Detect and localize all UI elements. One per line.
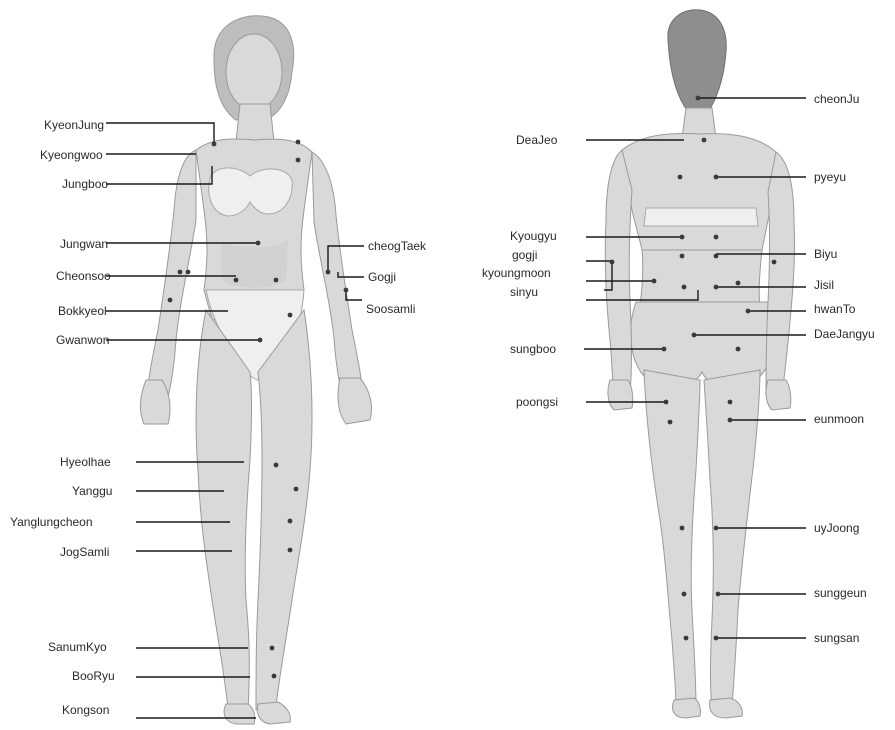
point-sinyu-l — [682, 285, 687, 290]
point-sinyu-r — [714, 285, 719, 290]
back-figure — [605, 10, 794, 718]
label-hwanto: hwanTo — [814, 302, 856, 316]
point-arm-l2 — [186, 270, 191, 275]
point-hwanto — [746, 309, 751, 314]
point-kyoungmoon — [652, 279, 657, 284]
point-biyu-l — [680, 254, 685, 259]
point-pyeyu-l — [678, 175, 683, 180]
label-kyeongwoo: Kyeongwoo — [40, 148, 103, 162]
point-sungsan-r — [714, 636, 719, 641]
label-pyeyu: pyeyu — [814, 170, 846, 184]
label-daejangyu: DaeJangyu — [814, 327, 875, 341]
point-leg-r5 — [270, 646, 275, 651]
label-gwanwon: Gwanwon — [56, 333, 109, 347]
label-biyu: Biyu — [814, 247, 837, 261]
point-arm-r2 — [344, 288, 349, 293]
point-kyougyu-l — [680, 235, 685, 240]
label-sungboo: sungboo — [510, 342, 556, 356]
point-cheonsoo-l — [234, 278, 239, 283]
point-kyeongwoo — [296, 158, 301, 163]
point-sungsan-l — [684, 636, 689, 641]
point-sunggeun-l — [682, 592, 687, 597]
point-leg-r1 — [274, 463, 279, 468]
label-booryu: BooRyu — [72, 669, 115, 683]
label-sanumkyo: SanumKyo — [48, 640, 107, 654]
label-eunmoon: eunmoon — [814, 412, 864, 426]
label-deajeo: DeaJeo — [516, 133, 558, 147]
label-cheonju: cheonJu — [814, 92, 859, 106]
point-biyu-r — [714, 254, 719, 259]
point-cheonsoo-r — [274, 278, 279, 283]
point-sunggeun-r — [716, 592, 721, 597]
label-uyjoong: uyJoong — [814, 521, 859, 535]
point-jisil — [736, 281, 741, 286]
point-arm-back-r — [772, 260, 777, 265]
label-gogji: Gogji — [368, 270, 396, 284]
label-bokkyeol: Bokkyeol — [58, 304, 107, 318]
point-daejangyu — [692, 333, 697, 338]
label-sungsan: sungsan — [814, 631, 859, 645]
point-leg-r3 — [288, 519, 293, 524]
point-eunmoon-r2 — [728, 400, 733, 405]
label-jisil: Jisil — [814, 278, 834, 292]
label-kyougyu: Kyougyu — [510, 229, 557, 243]
point-uyjoong-r — [714, 526, 719, 531]
point-arm-l1 — [178, 270, 183, 275]
label-poongsi: poongsi — [516, 395, 558, 409]
label-kyeonjung: KyeonJung — [44, 118, 104, 132]
point-leg-r6 — [272, 674, 277, 679]
point-kyougyu-r — [714, 235, 719, 240]
point-gogji-back — [610, 260, 615, 265]
point-bokkyeol-r — [288, 313, 293, 318]
point-sungboo-l — [662, 347, 667, 352]
point-jungwan — [256, 241, 261, 246]
point-eunmoon-r — [728, 418, 733, 423]
point-poongsi — [664, 400, 669, 405]
leader-kyeonjung — [106, 123, 214, 142]
label-sinyu: sinyu — [510, 285, 538, 299]
point-uyjoong-l — [680, 526, 685, 531]
label-yanggu: Yanggu — [72, 484, 112, 498]
point-sungboo-r — [736, 347, 741, 352]
point-pyeyu-r — [714, 175, 719, 180]
point-cheonju — [696, 96, 701, 101]
front-figure — [140, 16, 371, 724]
point-arm-r1 — [326, 270, 331, 275]
point-eunmoon-l — [668, 420, 673, 425]
leader-soosamli — [346, 290, 362, 300]
label-jungwan: Jungwan — [60, 237, 108, 251]
label-kyoungmoon: kyoungmoon — [482, 266, 551, 280]
point-leg-r4 — [288, 548, 293, 553]
label-yanglungcheon: Yanglungcheon — [10, 515, 93, 529]
point-deajeo — [702, 138, 707, 143]
label-soosamli: Soosamli — [366, 302, 415, 316]
point-jungboo — [296, 140, 301, 145]
label-cheonsoo: Cheonsoo — [56, 269, 111, 283]
label-jungboo: Jungboo — [62, 177, 108, 191]
label-hyeolhae: Hyeolhae — [60, 455, 111, 469]
label-cheogtaek: cheogTaek — [368, 239, 427, 253]
label-gogji-back: gogji — [512, 248, 537, 262]
label-kongson: Kongson — [62, 703, 109, 717]
label-sunggeun: sunggeun — [814, 586, 867, 600]
label-jogsamli: JogSamli — [60, 545, 109, 559]
point-kyeonjung — [212, 142, 217, 147]
point-arm-l3 — [168, 298, 173, 303]
point-leg-r2 — [294, 487, 299, 492]
point-gwanwon — [258, 338, 263, 343]
